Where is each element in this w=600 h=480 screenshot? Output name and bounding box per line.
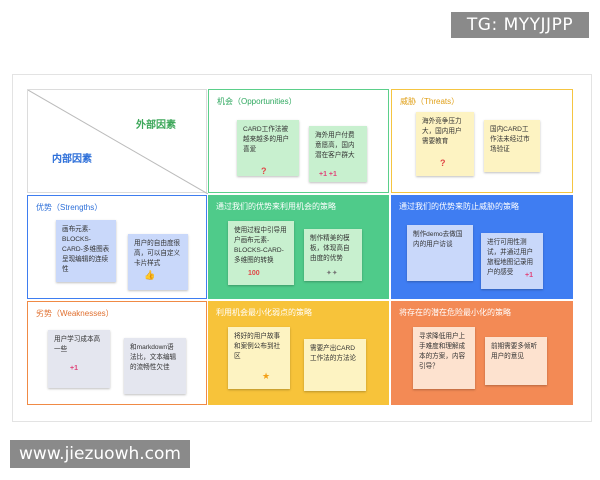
- star-icon: ★: [262, 371, 271, 381]
- question-icon: ?: [261, 166, 267, 176]
- so-strategy-title: 通过我们的优势来利用机会的策略: [216, 202, 336, 211]
- question-icon: ?: [440, 158, 446, 168]
- weaknesses-cell: 劣势（Weaknesses） 用户学习成本高一些 +1 和markdown语法比…: [27, 301, 207, 405]
- sparkle-icon: ✦✦: [326, 270, 338, 277]
- sticky-note[interactable]: 前期需要多倾听用户的意见: [485, 337, 547, 385]
- opportunities-cell: 机会（Opportunities） CARD工作法被越来越多的用户喜爱 ? 海外…: [208, 89, 389, 193]
- sticky-note[interactable]: 画布元素-BLOCKS-CARD-多维图表呈现编辑的连续性: [56, 220, 116, 282]
- sticky-note[interactable]: 使用过程中引导用户画布元素-BLOCKS-CARD-多维图的转换 100: [228, 221, 294, 285]
- note-text: 寻求降低用户上手难度和理解成本的方案，内容引导？: [419, 333, 466, 370]
- so-strategy-cell: 通过我们的优势来利用机会的策略 使用过程中引导用户画布元素-BLOCKS-CAR…: [208, 195, 389, 299]
- note-text: 需要产出CARD工作法的方法论: [310, 345, 357, 362]
- note-text: 用户的自由度很高，可以自定义卡片样式: [134, 240, 181, 267]
- hundred-icon: 100: [248, 270, 260, 277]
- wo-strategy-cell: 利用机会最小化弱点的策略 将好的用户故事和案例公布到社区 ★ 需要产出CARD工…: [208, 301, 389, 405]
- note-text: 将好的用户故事和案例公布到社区: [234, 333, 281, 360]
- thumbs-up-icon: 👍: [144, 270, 156, 280]
- swot-board: 外部因素 内部因素 机会（Opportunities） CARD工作法被越来越多…: [12, 74, 592, 422]
- sticky-note[interactable]: 制作精美的模板，体现高自由度的优势 ✦✦: [304, 229, 362, 281]
- threats-title: 威胁（Threats）: [400, 97, 460, 106]
- note-text: 画布元素-BLOCKS-CARD-多维图表呈现编辑的连续性: [62, 226, 110, 273]
- note-text: 使用过程中引导用户画布元素-BLOCKS-CARD-多维图的转换: [234, 227, 287, 264]
- wt-strategy-title: 将存在的潜在危险最小化的策略: [399, 308, 511, 317]
- watermark-bottom: www.jiezuowh.com: [10, 440, 190, 468]
- internal-factors-label: 内部因素: [52, 154, 92, 165]
- wo-strategy-title: 利用机会最小化弱点的策略: [216, 308, 312, 317]
- diagonal-divider: [28, 90, 208, 194]
- note-text: 制作demo去做国内的用户访谈: [413, 231, 463, 248]
- note-text: 海外竞争压力大，国内用户需要教育: [422, 118, 462, 145]
- threats-cell: 威胁（Threats） 海外竞争压力大，国内用户需要教育 ? 国内CARD工作法…: [391, 89, 573, 193]
- note-text: 用户学习成本高一些: [54, 336, 101, 353]
- sticky-note[interactable]: 和markdown语法比，文本编辑的流畅性欠佳: [124, 338, 186, 394]
- sticky-note[interactable]: 寻求降低用户上手难度和理解成本的方案，内容引导？: [413, 327, 475, 389]
- weaknesses-title: 劣势（Weaknesses）: [36, 309, 114, 318]
- note-text: 国内CARD工作法未经过市场验证: [490, 126, 530, 153]
- strengths-title: 优势（Strengths）: [36, 203, 103, 212]
- strengths-cell: 优势（Strengths） 画布元素-BLOCKS-CARD-多维图表呈现编辑的…: [27, 195, 207, 299]
- sticky-note[interactable]: 将好的用户故事和案例公布到社区 ★: [228, 327, 290, 389]
- sticky-note[interactable]: 需要产出CARD工作法的方法论: [304, 339, 366, 391]
- note-text: 进行可用性测试，并通过用户旅程地图记录用户的感受: [487, 239, 534, 276]
- st-strategy-title: 通过我们的优势来防止威胁的策略: [399, 202, 519, 211]
- sticky-note[interactable]: 用户的自由度很高，可以自定义卡片样式 👍: [128, 234, 188, 290]
- st-strategy-cell: 通过我们的优势来防止威胁的策略 制作demo去做国内的用户访谈 进行可用性测试，…: [391, 195, 573, 299]
- sticky-note[interactable]: 海外用户付费意愿高，国内潜在客户群大 +1 +1: [309, 126, 367, 182]
- note-text: 和markdown语法比，文本编辑的流畅性欠佳: [130, 344, 177, 371]
- note-text: 前期需要多倾听用户的意见: [491, 343, 538, 360]
- header-corner-cell: 外部因素 内部因素: [27, 89, 208, 194]
- opportunities-title: 机会（Opportunities）: [217, 97, 297, 106]
- plus-one-icon: +1: [525, 272, 533, 279]
- sticky-note[interactable]: 进行可用性测试，并通过用户旅程地图记录用户的感受 +1: [481, 233, 543, 289]
- sticky-note[interactable]: 海外竞争压力大，国内用户需要教育 ?: [416, 112, 474, 176]
- sticky-note[interactable]: CARD工作法被越来越多的用户喜爱 ?: [237, 120, 299, 176]
- plus-one-icon: +1: [70, 365, 78, 372]
- sticky-note[interactable]: 制作demo去做国内的用户访谈: [407, 225, 473, 281]
- note-text: 制作精美的模板，体现高自由度的优势: [310, 235, 350, 262]
- note-text: CARD工作法被越来越多的用户喜爱: [243, 126, 290, 153]
- watermark-top: TG: MYYJJPP: [451, 12, 589, 38]
- note-text: 海外用户付费意愿高，国内潜在客户群大: [315, 132, 355, 159]
- plus-one-icon: +1 +1: [319, 171, 337, 178]
- sticky-note[interactable]: 国内CARD工作法未经过市场验证: [484, 120, 540, 172]
- sticky-note[interactable]: 用户学习成本高一些 +1: [48, 330, 110, 388]
- wt-strategy-cell: 将存在的潜在危险最小化的策略 寻求降低用户上手难度和理解成本的方案，内容引导？ …: [391, 301, 573, 405]
- external-factors-label: 外部因素: [136, 120, 176, 131]
